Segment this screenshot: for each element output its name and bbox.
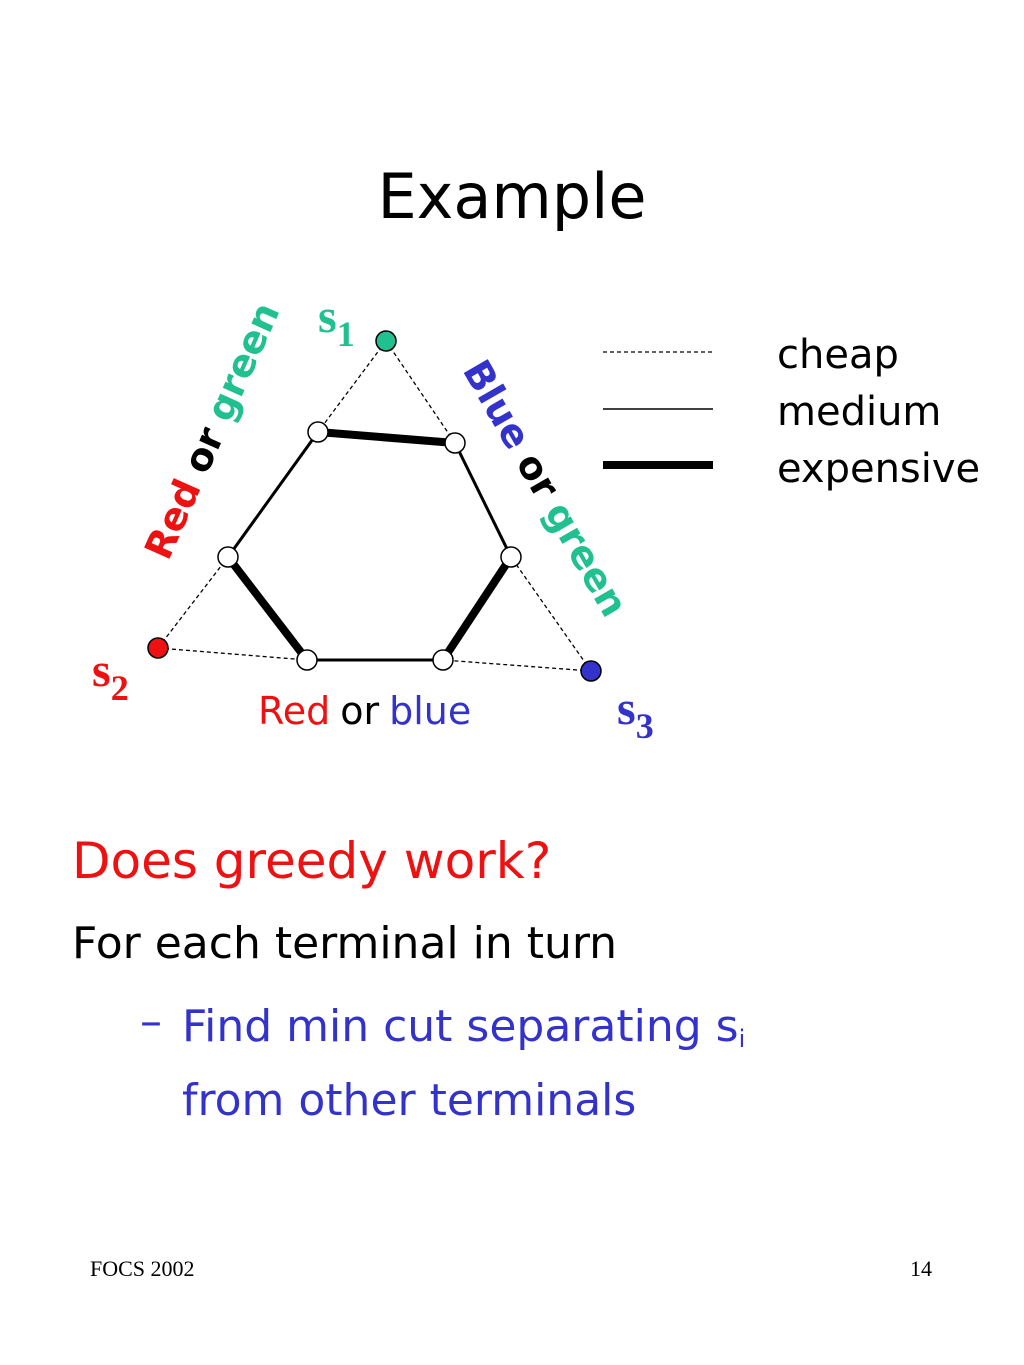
node-mid-left: [217, 546, 239, 568]
node-mid-right: [500, 546, 522, 568]
terminal-s1-label: s1: [318, 290, 355, 354]
footer-left: FOCS 2002: [90, 1256, 195, 1281]
bullet-dash: –: [140, 996, 162, 1047]
edge-s3-mid-right: [510, 556, 592, 672]
legend-medium-label: medium: [777, 389, 941, 435]
edge-mid-left-bottom-left: [224, 554, 311, 663]
slide-title: Example: [377, 160, 647, 233]
terminal-s2: [147, 637, 169, 659]
left-edge-label: Redorgreen: [136, 296, 288, 566]
body-line: For each terminal in turn: [72, 918, 618, 969]
edge-s2-mid-left: [157, 556, 229, 649]
bullet-subscript: i: [738, 1025, 746, 1053]
edge-top-right-mid-right: [453, 442, 513, 558]
terminal-s2-label: s2: [92, 644, 129, 708]
edge-top-left-mid-left: [226, 431, 320, 558]
terminal-s3-label: s3: [617, 682, 654, 746]
node-top-left: [307, 421, 329, 443]
right-edge-label: Blueorgreen: [454, 353, 636, 625]
bullet-text: Find min cut separating si from other te…: [182, 996, 882, 1132]
legend: cheap medium expensive: [603, 332, 980, 492]
edge-s2-bottom-left: [157, 647, 308, 661]
medium-edges: [226, 431, 513, 662]
bullet-line1: Find min cut separating s: [182, 1001, 739, 1052]
legend-expensive-label: expensive: [777, 446, 980, 492]
expensive-edges: [224, 428, 515, 663]
page-number: 14: [910, 1256, 932, 1281]
hexagon-nodes: [217, 421, 522, 671]
node-top-right: [444, 432, 466, 454]
cheap-edges: [157, 340, 592, 672]
edge-top: [317, 428, 456, 447]
legend-cheap-label: cheap: [777, 332, 899, 378]
terminal-s3: [580, 660, 602, 682]
edge-mid-right-bottom-right: [439, 554, 515, 663]
node-bottom-left: [296, 649, 318, 671]
node-bottom-right: [432, 649, 454, 671]
bullet-line2: from other terminals: [182, 1075, 637, 1126]
edge-s1-top-left: [317, 340, 387, 433]
edge-s1-top-right: [385, 340, 456, 444]
greedy-question: Does greedy work?: [72, 832, 552, 890]
terminal-s1: [375, 330, 397, 352]
edge-s3-bottom-right: [442, 659, 592, 672]
